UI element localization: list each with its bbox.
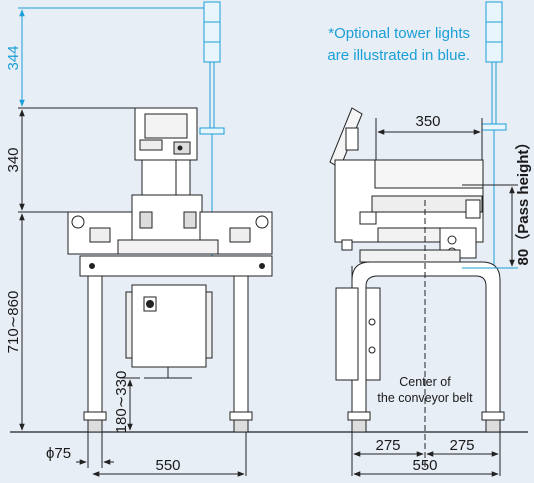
- dim-pass-height-label: 80（Pass height）: [514, 135, 532, 266]
- dim-180-330-label: 180∼330: [113, 371, 130, 434]
- dim-550-side-label: 550: [412, 457, 437, 474]
- side-view: [329, 1, 507, 433]
- dim-275-right-label: 275: [449, 437, 474, 454]
- tower-note-line1: *Optional tower lights: [328, 25, 470, 42]
- front-tower-light: [199, 1, 225, 262]
- side-dimensions: [351, 118, 518, 477]
- belt-note-line2: the conveyor belt: [377, 391, 473, 405]
- front-view: [18, 1, 273, 433]
- dim-550-front-label: 550: [155, 457, 180, 474]
- dim-phi75-label: ϕ75: [46, 445, 71, 462]
- dim-275-left-label: 275: [375, 437, 400, 454]
- tower-note-line2: are illustrated in blue.: [327, 47, 470, 64]
- dim-710-860-label: 710∼860: [5, 291, 22, 354]
- dim-344-label: 344: [5, 45, 22, 70]
- front-dimensions: [19, 9, 247, 477]
- belt-note-line1: Center of: [399, 375, 451, 389]
- dim-350-label: 350: [415, 113, 440, 130]
- side-tower-light: [481, 1, 507, 268]
- dim-340-label: 340: [5, 147, 22, 172]
